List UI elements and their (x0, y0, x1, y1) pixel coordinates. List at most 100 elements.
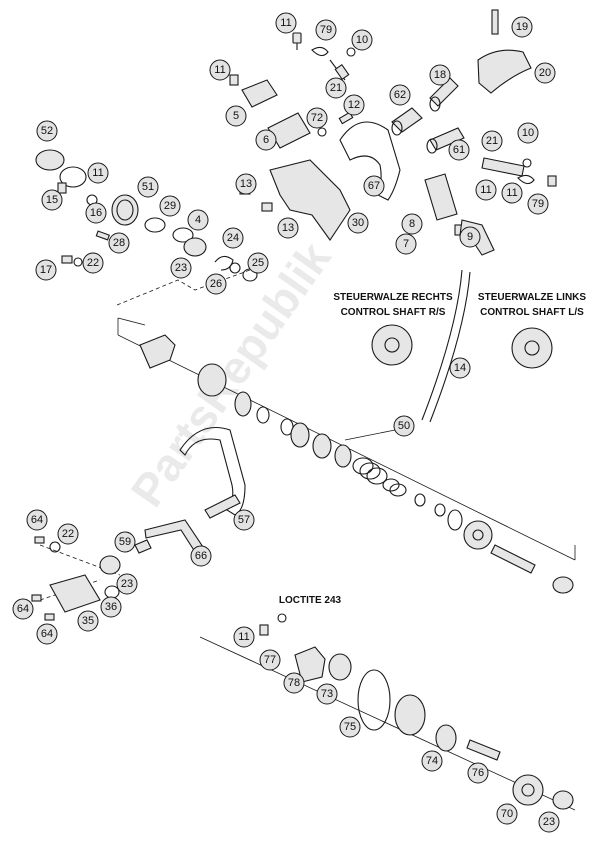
callout-number: 15 (46, 194, 58, 206)
callout-number: 28 (113, 237, 125, 249)
callout-28: 28 (108, 232, 130, 254)
bracket-part-35 (49, 574, 101, 613)
ring-part-15 (59, 166, 87, 188)
callout-61: 61 (448, 139, 470, 161)
callout-51: 51 (137, 176, 159, 198)
callout-18: 18 (429, 64, 451, 86)
upper-parts (229, 9, 557, 256)
ball-lower (277, 613, 287, 623)
shaft-part-76 (466, 739, 501, 761)
callout-number: 10 (522, 127, 534, 139)
main-shaft-assembly (31, 269, 574, 621)
callout-16: 16 (85, 202, 107, 224)
callout-64: 64 (12, 598, 34, 620)
callout-number: 23 (543, 816, 555, 828)
callout-73: 73 (316, 683, 338, 705)
control-shaft-rs-label: STEUERWALZE RECHTS CONTROL SHAFT R/S (333, 292, 453, 318)
callout-number: 76 (472, 767, 484, 779)
gear (463, 520, 493, 550)
callout-52: 52 (36, 120, 58, 142)
callout-22: 22 (57, 523, 79, 545)
bearing-a (234, 391, 252, 417)
callout-number: 72 (311, 112, 323, 124)
washer-part-22-lower (49, 541, 61, 553)
callout-number: 10 (356, 34, 368, 46)
callout-number: 5 (233, 110, 239, 122)
bolt-part-64-c (44, 613, 55, 621)
seal (334, 444, 352, 468)
bearing-part-23-lower-left (99, 555, 121, 575)
callout-75: 75 (339, 716, 361, 738)
pin-part-57 (204, 494, 241, 519)
callout-number: 24 (227, 232, 239, 244)
loctite-label: LOCTITE 243 (279, 595, 342, 606)
callout-number: 74 (426, 755, 438, 767)
left-cluster-parts (35, 149, 258, 282)
callout-number: 79 (320, 24, 332, 36)
callout-number: 30 (352, 217, 364, 229)
pin-part-19 (491, 9, 499, 35)
callout-number: 11 (506, 187, 517, 199)
o-ring-part-29 (144, 217, 166, 233)
callout-number: 16 (90, 207, 102, 219)
impeller (139, 334, 176, 369)
callout-11: 11 (87, 162, 109, 184)
callout-number: 36 (105, 601, 117, 613)
hub (197, 363, 227, 397)
ball-part-10 (346, 47, 356, 57)
washer-part-36 (104, 585, 120, 599)
callout-number: 57 (238, 514, 250, 526)
washer-c (414, 493, 426, 507)
callout-number: 13 (282, 222, 294, 234)
pivot-part-59 (134, 539, 152, 554)
callout-14: 14 (449, 357, 471, 379)
callout-number: 13 (240, 178, 252, 190)
callout-number: 18 (434, 69, 446, 81)
callout-number: 21 (330, 82, 342, 94)
callout-64: 64 (36, 623, 58, 645)
circlip-part-24 (214, 255, 234, 271)
bolt-part-64-a (34, 536, 45, 544)
callout-12: 12 (343, 94, 365, 116)
callout-number: 73 (321, 688, 333, 700)
callout-59: 59 (114, 531, 136, 553)
callout-number: 51 (142, 181, 154, 193)
callout-23: 23 (116, 573, 138, 595)
control-shaft-ls-label-en: CONTROL SHAFT L/S (480, 307, 584, 318)
washer-part-72 (317, 127, 327, 137)
callout-number: 11 (92, 167, 103, 179)
washer-d (434, 503, 446, 517)
callout-35: 35 (77, 610, 99, 632)
bearing-part-74 (435, 724, 457, 752)
callout-64: 64 (26, 509, 48, 531)
callout-25: 25 (247, 252, 269, 274)
callout-number: 11 (480, 184, 491, 196)
callout-number: 12 (348, 99, 360, 111)
valve-part-61 (426, 127, 465, 154)
bolt-part-11-left (57, 182, 67, 194)
callout-number: 25 (252, 257, 264, 269)
callout-number: 52 (41, 125, 53, 137)
callout-number: 77 (264, 654, 276, 666)
bolt-part-13-b (261, 202, 273, 212)
callout-number: 19 (516, 21, 528, 33)
callout-number: 79 (532, 198, 544, 210)
callout-number: 20 (539, 67, 551, 79)
bearing-c (312, 433, 332, 459)
callout-22: 22 (82, 252, 104, 274)
callout-13: 13 (235, 173, 257, 195)
callout-4: 4 (187, 209, 209, 231)
callout-21: 21 (325, 77, 347, 99)
callout-9: 9 (459, 226, 481, 248)
shaft-part-21-right (481, 157, 525, 177)
callout-number: 21 (486, 135, 498, 147)
washer-a (256, 406, 270, 424)
callout-number: 9 (467, 231, 473, 243)
control-shaft-ls-label-de: STEUERWALZE LINKS (478, 292, 586, 303)
callout-11: 11 (501, 182, 523, 204)
callout-number: 35 (82, 615, 94, 627)
callout-number: 6 (263, 134, 269, 146)
callout-79: 79 (315, 19, 337, 41)
